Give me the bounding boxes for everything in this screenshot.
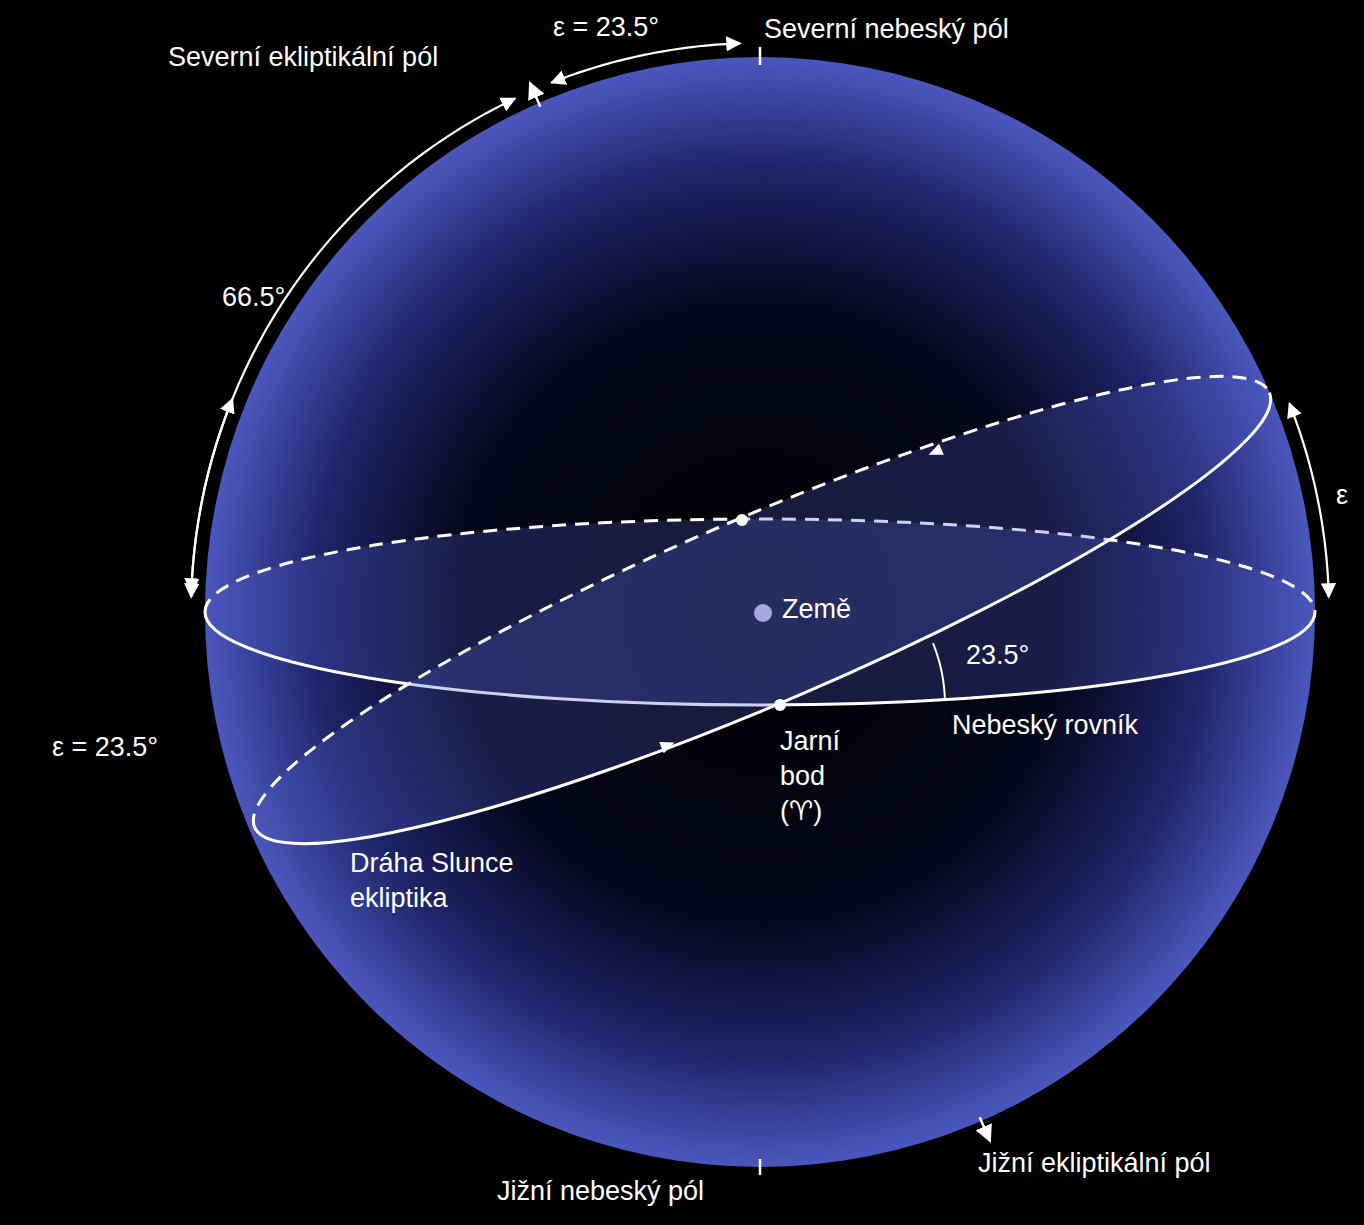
pole-arrow [530,83,540,107]
celestial-sphere [205,57,1315,1167]
ecliptic-back [218,307,1269,827]
angle-label: ε [1336,478,1348,513]
angle-label: 23.5° [966,638,1029,673]
earth-dot [754,604,772,622]
pole-label: Jižní ekliptikální pól [978,1146,1211,1181]
angle-label: 66.5° [222,280,285,315]
pole-label: Jižní nebeský pól [497,1174,704,1209]
ecliptic-direction-arrow [926,444,944,461]
angle-label: ε = 23.5° [553,10,659,45]
pole-tick [759,1159,762,1175]
pole-label: Severní nebeský pól [764,12,1009,47]
ecliptic [218,307,1306,913]
autumnal-point-dot [736,514,748,526]
pole-arrow [980,1117,990,1141]
angle-label: ε = 23.5° [52,730,158,765]
ecliptic-direction-arrow [659,737,676,753]
pole-distance-arc [191,98,515,597]
vernal-point-dot [774,699,786,711]
obliquity-arc [551,43,740,82]
obliquity-arc [1289,403,1328,597]
pole-label: Severní ekliptikální pól [168,40,438,75]
obliquity-arc [191,399,232,592]
pole-tick [759,47,762,65]
equator-label: Nebeský rovník [952,708,1138,743]
ecliptic-label: Dráha Slunce ekliptika [350,846,580,916]
ecliptic-front [255,393,1306,913]
angle-mark [933,643,945,699]
vernal-point-label: Jarní bod (♈) [780,724,862,829]
earth-label: Země [782,592,851,627]
